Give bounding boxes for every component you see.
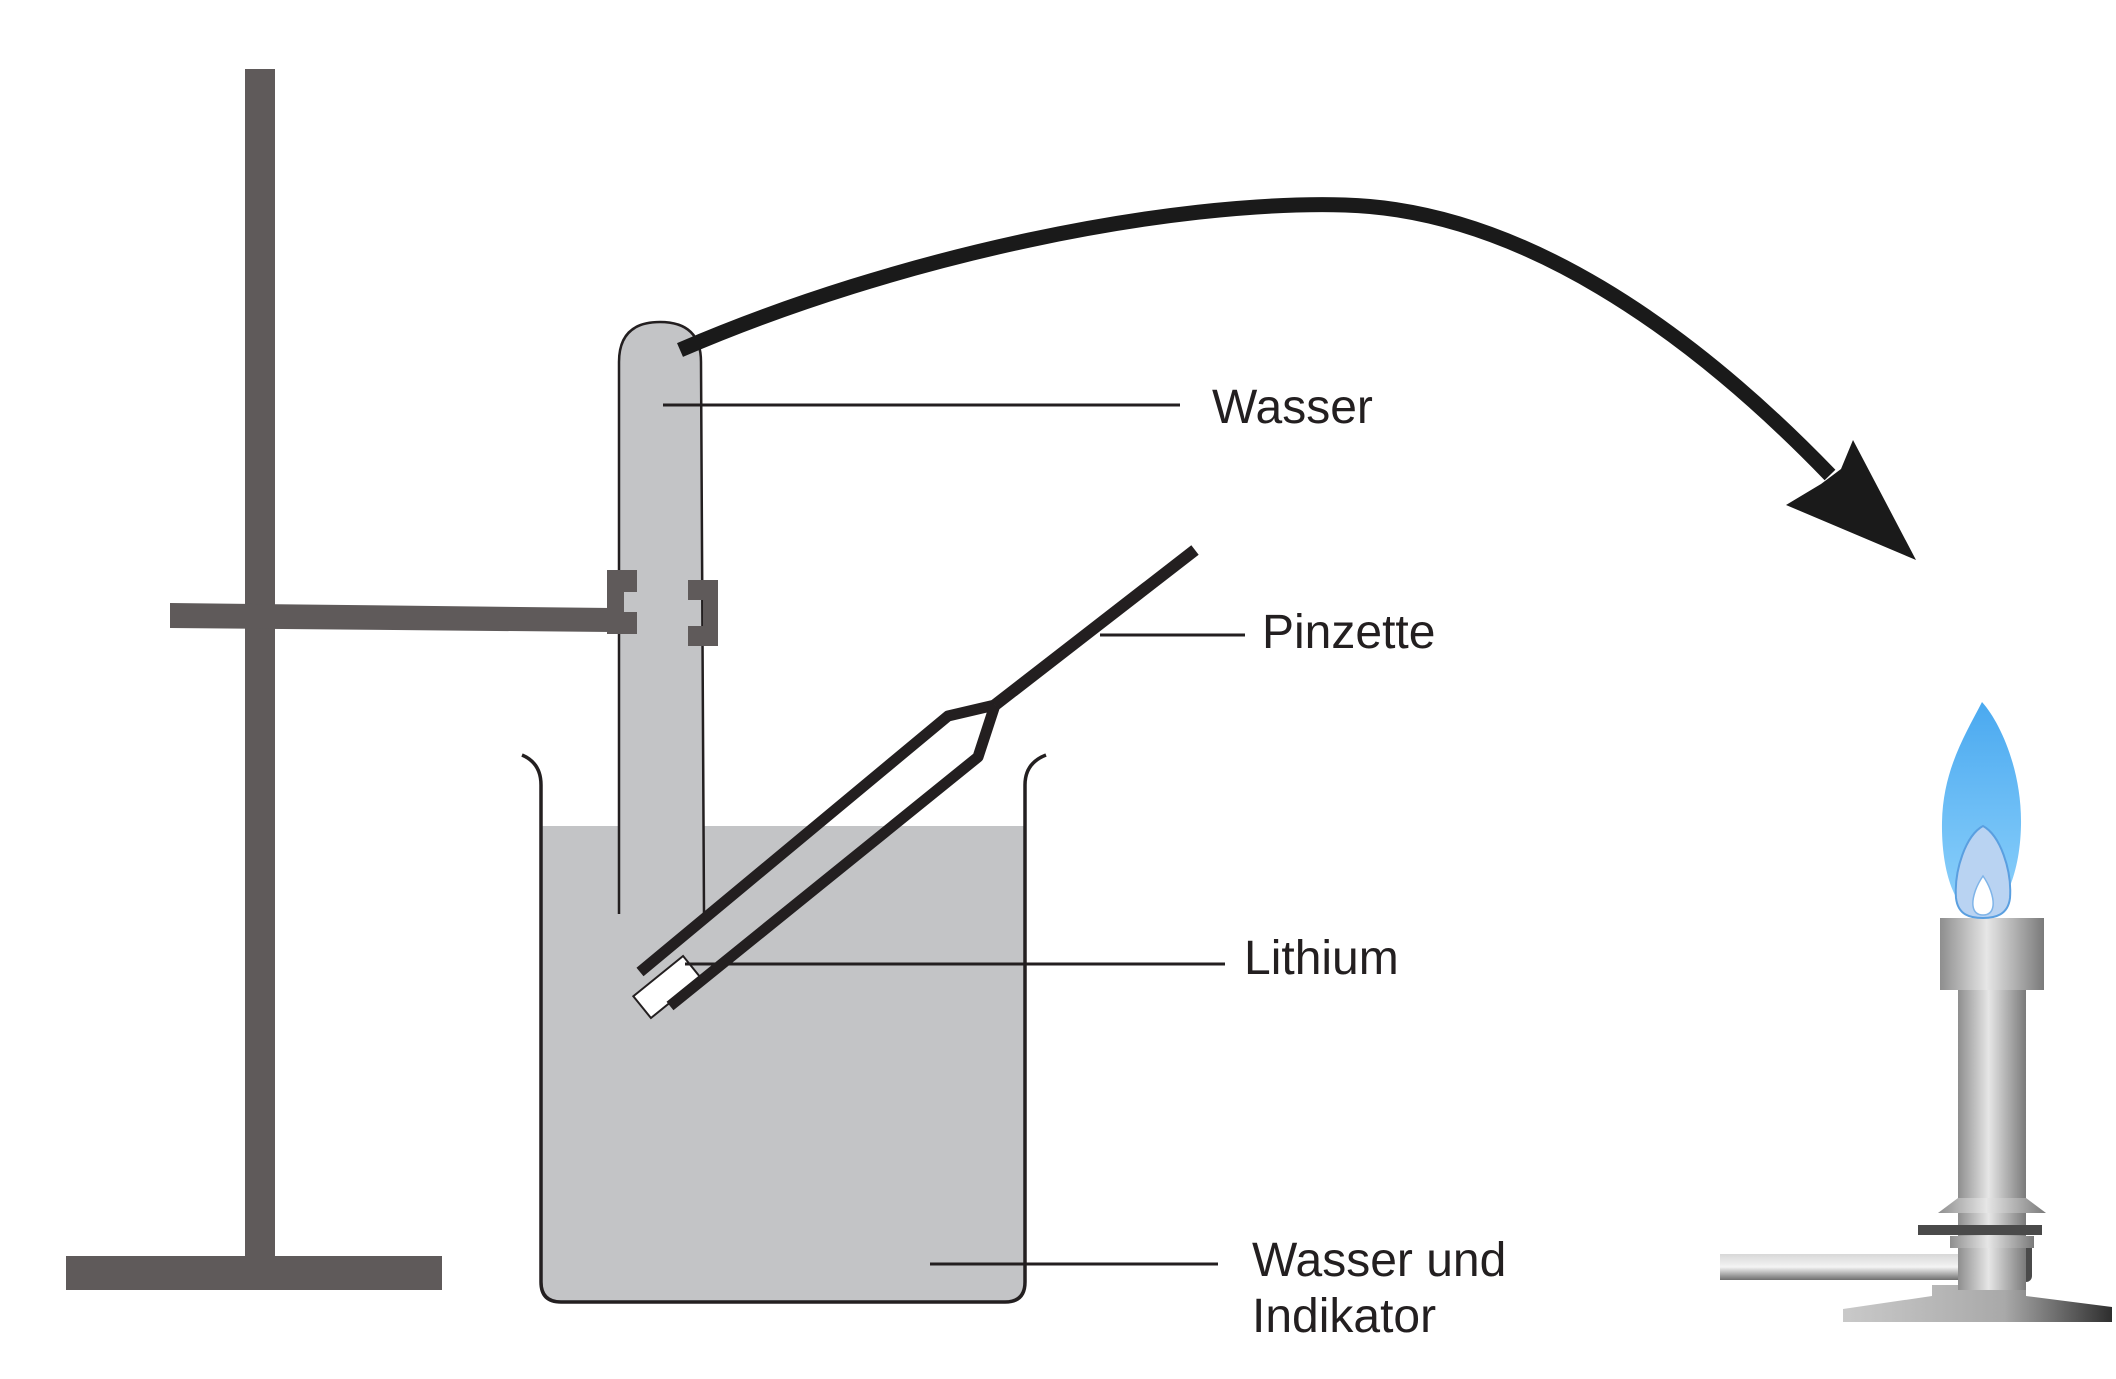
stand-rod <box>245 69 275 1259</box>
beaker-liquid <box>541 826 1025 1302</box>
label-wasser: Wasser <box>1212 381 1373 434</box>
label-pinzette: Pinzette <box>1262 606 1435 659</box>
label-lithium: Lithium <box>1244 932 1399 985</box>
arrow-shaft <box>677 197 1836 481</box>
beaker <box>521 753 1047 1304</box>
clamp-arm <box>170 603 612 632</box>
tweezers-arm-lower <box>666 703 1001 1011</box>
burner-base <box>1843 1285 2112 1322</box>
labels: Wasser Pinzette Lithium Wasser und Indik… <box>1212 381 1506 1343</box>
tweezers-handle <box>991 545 1199 710</box>
bunsen-burner <box>1720 702 2112 1322</box>
clamp-jaw-right <box>688 580 718 646</box>
clamp-jaw-left <box>607 570 637 634</box>
test-tube-body <box>619 322 704 914</box>
beaker-wall <box>521 753 1047 1304</box>
label-beaker-line1: Wasser und <box>1252 1234 1506 1287</box>
transfer-arrow <box>677 197 1916 560</box>
tweezers <box>631 545 1199 1020</box>
arrow-head <box>1786 440 1916 560</box>
burner-ring-lower <box>1950 1236 2034 1248</box>
flame-core <box>1972 874 1994 916</box>
burner-collar <box>1940 918 2044 990</box>
stand-base <box>66 1256 442 1290</box>
flame-inner-cone <box>1954 824 2012 920</box>
clamp-jaws <box>607 570 718 646</box>
tweezers-arm-upper <box>636 699 997 977</box>
gas-inlet <box>1720 1254 1958 1280</box>
leader-lines <box>663 403 1245 1266</box>
label-beaker-line2: Indikator <box>1252 1290 1436 1343</box>
burner-ring <box>1918 1225 2042 1235</box>
burner-flange <box>1938 1198 2046 1213</box>
retort-stand <box>66 69 612 1290</box>
